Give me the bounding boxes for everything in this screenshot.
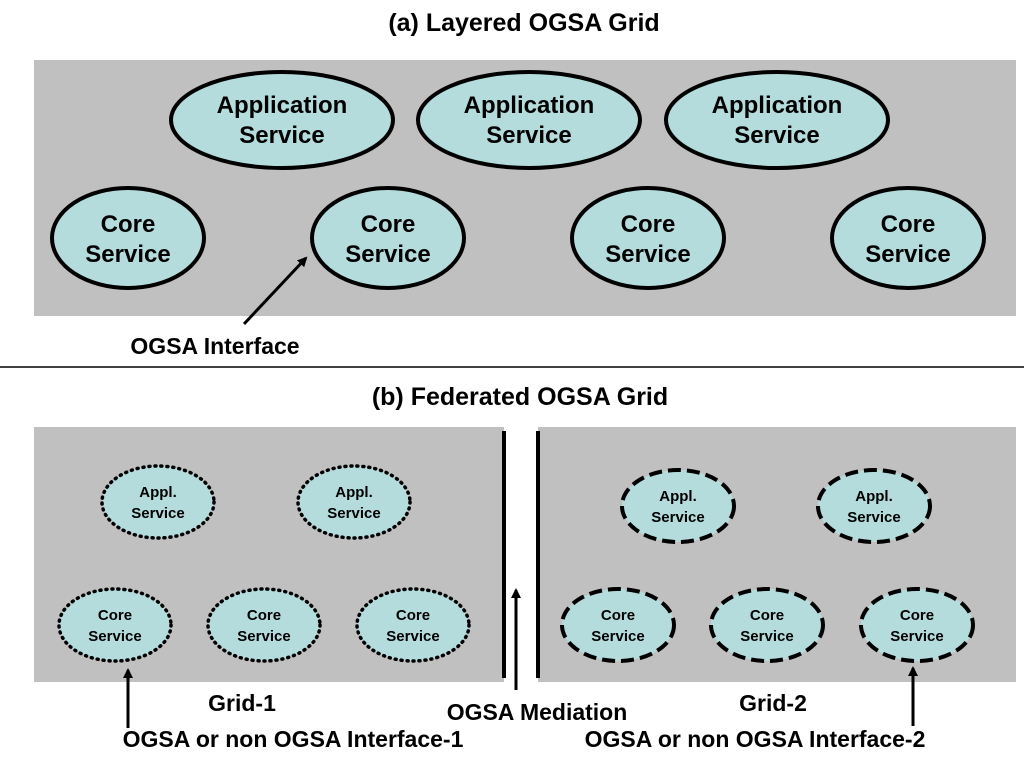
grid2-app-service-node: Appl. Service [816, 468, 932, 544]
app-service-label: Application [464, 92, 595, 119]
core-service-label: Core [361, 211, 416, 238]
grid1-core-service-node: Core Service [206, 587, 322, 663]
service-label: Service [386, 628, 439, 645]
app-service-node: Application Service [664, 70, 890, 170]
core-service-node: Core Service [830, 186, 986, 290]
core-service-node: Core Service [310, 186, 466, 290]
service-label: Core [247, 607, 281, 624]
service-label: Core [900, 607, 934, 624]
mediation-label: OGSA Mediation [447, 699, 628, 725]
core-service-node: Core Service [570, 186, 726, 290]
interface2-label: OGSA or non OGSA Interface-2 [585, 726, 926, 752]
grid2-core-service-node: Core Service [859, 587, 975, 663]
panel-a-title: (a) Layered OGSA Grid [388, 9, 659, 37]
grid1-label: Grid-1 [208, 690, 276, 716]
panel-b-title: (b) Federated OGSA Grid [372, 383, 668, 411]
service-label: Appl. [139, 484, 177, 501]
app-service-label: Service [486, 122, 571, 149]
service-label: Service [740, 628, 793, 645]
service-label: Core [396, 607, 430, 624]
core-service-label: Core [621, 211, 676, 238]
service-label: Appl. [659, 488, 697, 505]
app-service-label: Application [712, 92, 843, 119]
grid2-app-service-node: Appl. Service [620, 468, 736, 544]
core-service-label: Core [881, 211, 936, 238]
service-label: Service [847, 509, 900, 526]
service-label: Service [327, 505, 380, 522]
app-service-node: Application Service [416, 70, 642, 170]
service-label: Service [591, 628, 644, 645]
core-service-label: Service [85, 241, 170, 268]
service-label: Appl. [335, 484, 373, 501]
grid2-core-service-node: Core Service [560, 587, 676, 663]
core-service-label: Service [345, 241, 430, 268]
grid1-app-service-node: Appl. Service [100, 464, 216, 540]
service-label: Service [890, 628, 943, 645]
grid2-core-service-node: Core Service [709, 587, 825, 663]
service-label: Core [750, 607, 784, 624]
service-label: Core [98, 607, 132, 624]
ogsa-interface-arrow [242, 256, 308, 326]
core-service-label: Service [605, 241, 690, 268]
grid2-label: Grid-2 [739, 690, 807, 716]
app-service-label: Service [239, 122, 324, 149]
service-label: Service [651, 509, 704, 526]
grid1-core-service-node: Core Service [355, 587, 471, 663]
app-service-node: Application Service [169, 70, 395, 170]
core-service-label: Service [865, 241, 950, 268]
app-service-label: Service [734, 122, 819, 149]
service-label: Service [131, 505, 184, 522]
ogsa-interface-label: OGSA Interface [130, 333, 299, 359]
interface1-label: OGSA or non OGSA Interface-1 [123, 726, 464, 752]
service-label: Service [88, 628, 141, 645]
grid1-app-service-node: Appl. Service [296, 464, 412, 540]
grid1-core-service-node: Core Service [57, 587, 173, 663]
core-service-label: Core [101, 211, 156, 238]
service-label: Service [237, 628, 290, 645]
service-label: Appl. [855, 488, 893, 505]
app-service-label: Application [217, 92, 348, 119]
core-service-node: Core Service [50, 186, 206, 290]
service-label: Core [601, 607, 635, 624]
